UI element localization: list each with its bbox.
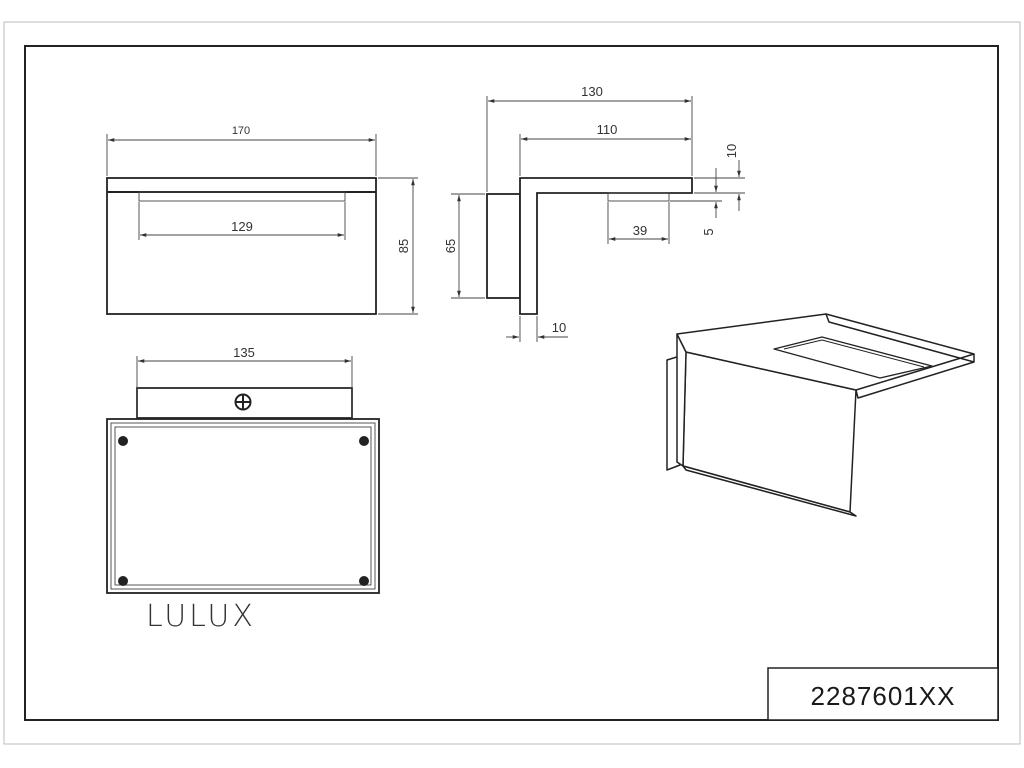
dim-side-total-depth: 130	[581, 84, 603, 99]
dim-side-plate-thickness: 10	[724, 144, 739, 158]
isometric-view	[666, 313, 975, 517]
mount-screw-icon	[234, 393, 252, 411]
dim-front-width: 170	[232, 125, 250, 137]
dim-front-height: 85	[396, 239, 411, 253]
dim-top-mount-width: 135	[233, 345, 255, 360]
outer-frame	[3, 21, 1021, 745]
dim-side-top-depth: 110	[597, 122, 618, 137]
front-view: 170 129 85	[106, 125, 418, 315]
dim-front-slot-width: 129	[231, 219, 253, 234]
top-view: 135	[106, 345, 380, 594]
dim-side-back-thickness: 10	[552, 320, 566, 335]
title-block: 2287601XX	[767, 667, 999, 721]
dim-side-back-height: 65	[443, 239, 458, 253]
brand-label: LULUX	[146, 599, 256, 634]
dim-side-slot-depth: 39	[633, 223, 647, 238]
part-number: 2287601XX	[811, 681, 956, 711]
corner-screw-icon	[118, 436, 128, 446]
corner-screw-icon	[359, 436, 369, 446]
dim-side-slot-offset: 5	[701, 228, 716, 235]
drawing-border	[24, 45, 999, 721]
corner-screw-icon	[118, 576, 128, 586]
corner-screw-icon	[359, 576, 369, 586]
side-view: 130 110 10 5 39 65 10	[443, 84, 745, 342]
